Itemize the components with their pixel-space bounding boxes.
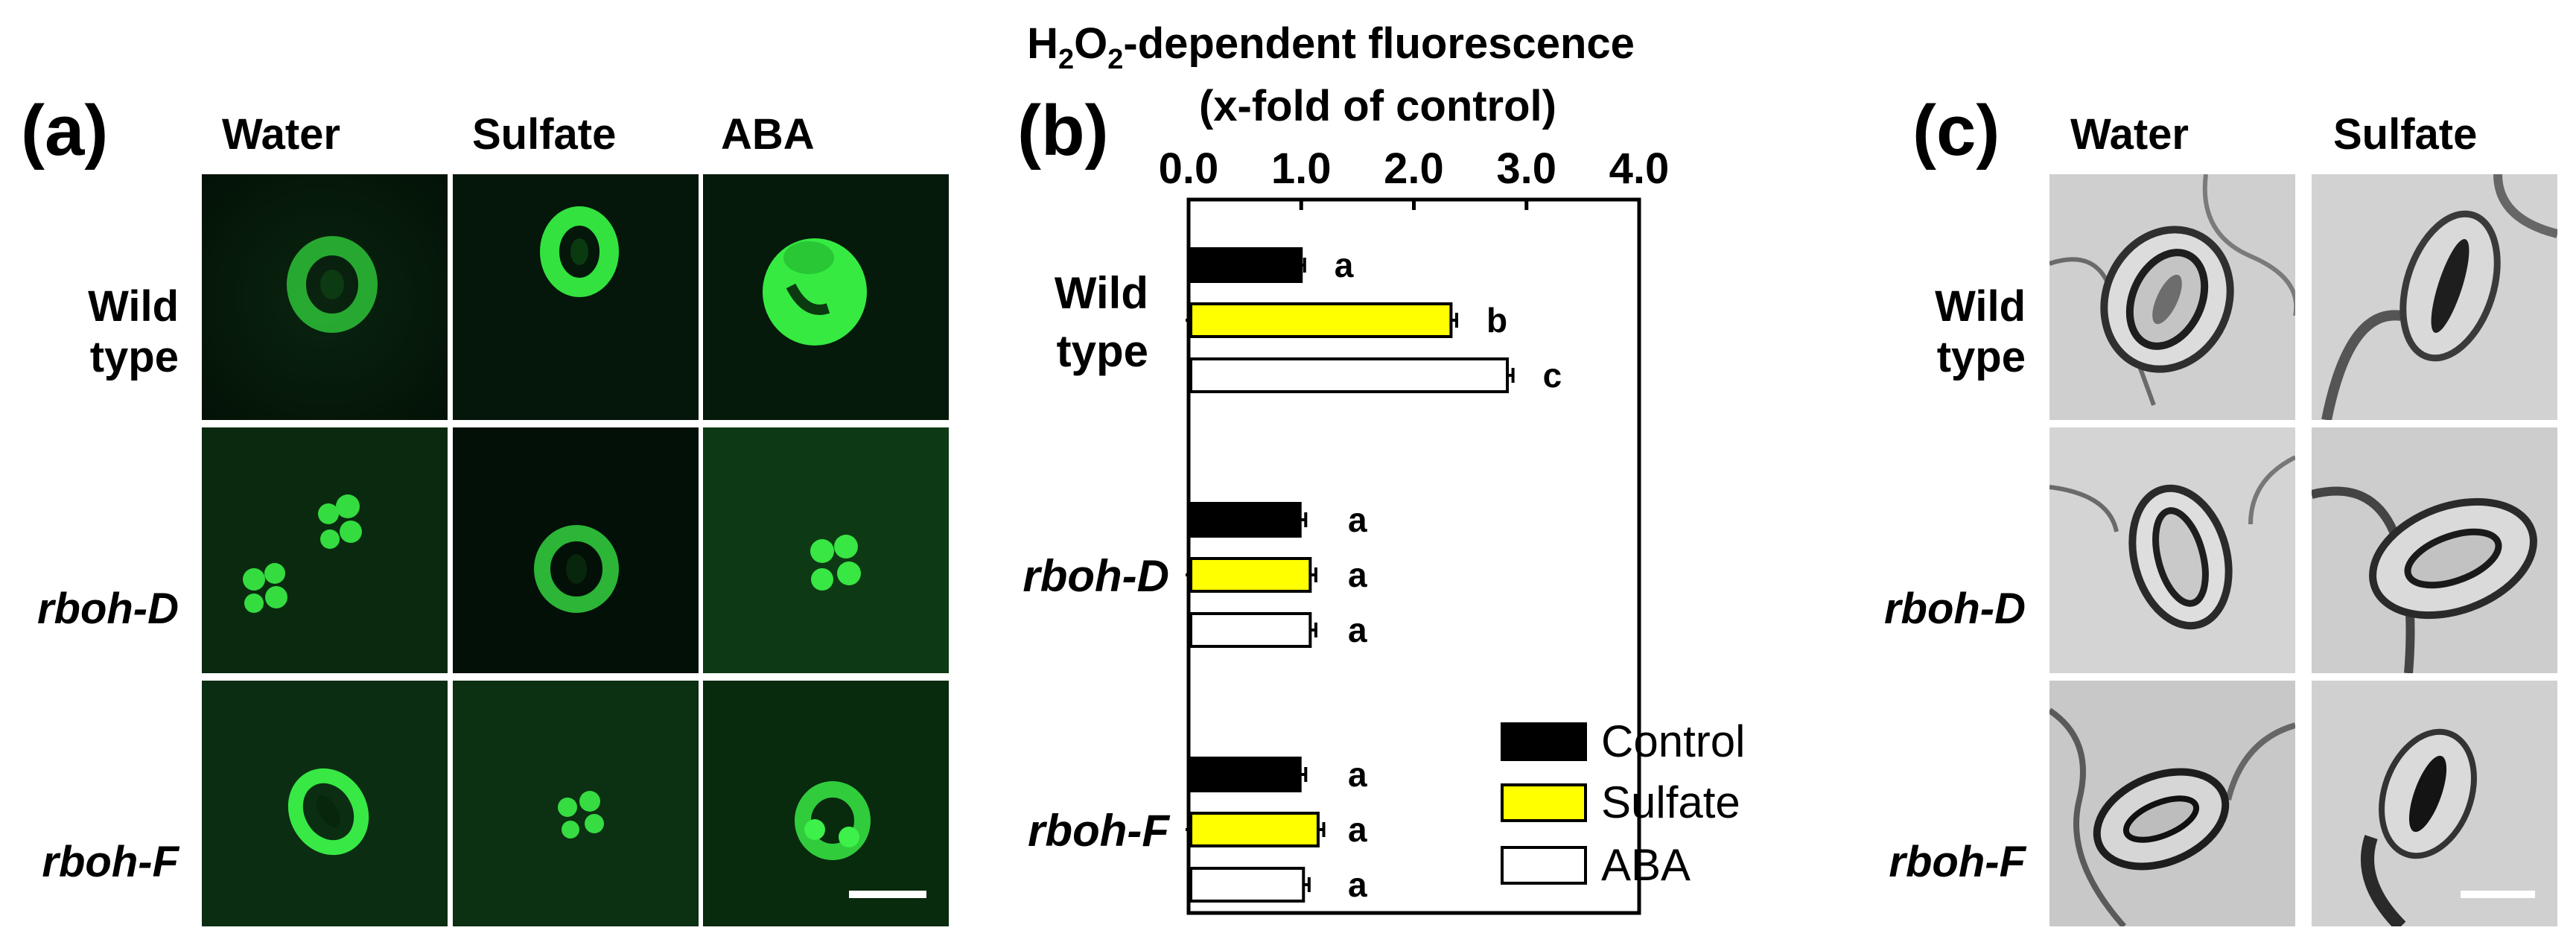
chart-group-label-line2: type	[1057, 326, 1148, 376]
bf-rbohf-water	[2049, 681, 2295, 926]
panel-c-col-water: Water	[2070, 110, 2189, 159]
panel-a-col-aba: ABA	[721, 110, 815, 159]
bf-rbohd-sulfate	[2312, 427, 2557, 673]
chart-xtick-label: 3.0	[1496, 144, 1556, 193]
chart-bar-sulfate-2	[1189, 812, 1320, 847]
legend-swatch-control	[1501, 722, 1587, 761]
chart-bar-control-0	[1189, 247, 1303, 283]
scale-bar-a	[849, 891, 926, 898]
chart-sig-letter: b	[1486, 301, 1507, 340]
chart-xtick-label: 1.0	[1271, 144, 1332, 193]
chart-bar-control-2	[1189, 757, 1302, 792]
chart-bar-control-1	[1189, 502, 1302, 538]
chart-sig-letter: a	[1348, 611, 1367, 649]
panel-a-col-water: Water	[222, 110, 340, 159]
chart-sig-letter: a	[1348, 865, 1367, 904]
bf-rbohd-water	[2049, 427, 2295, 673]
chart-xtick-label: 0.0	[1159, 144, 1219, 193]
fluor-rbohf-water	[202, 681, 448, 926]
panel-a-row-wildtype-line1: Wild	[88, 282, 179, 331]
chart-title-line2: (x-fold of control)	[1199, 82, 1556, 130]
chart-bar-aba-2	[1189, 867, 1306, 903]
fluor-wt-sulfate	[453, 174, 699, 420]
bf-wt-sulfate	[2312, 174, 2557, 420]
panel-a-row-rbohf: rboh-F	[42, 838, 179, 886]
panel-c-letter: (c)	[1912, 91, 2000, 171]
panel-a-col-sulfate: Sulfate	[472, 110, 617, 159]
chart-group-label: rboh-F	[1028, 806, 1170, 856]
chart-sig-letter: a	[1348, 500, 1367, 539]
panel-a-row-wildtype: Wild type	[60, 281, 179, 384]
fluor-rbohf-sulfate	[453, 681, 699, 926]
panel-b-letter: (b)	[1017, 91, 1109, 171]
chart-group-label: rboh-D	[1023, 551, 1169, 601]
fluor-rbohf-aba	[703, 681, 949, 926]
chart-b: H2O2-dependent fluorescence (x-fold of c…	[1023, 19, 1745, 915]
chart-sig-letter: a	[1348, 755, 1367, 794]
fluor-rbohd-sulfate	[453, 427, 699, 673]
legend-label-aba: ABA	[1601, 840, 1691, 890]
panel-c-row-wildtype-line2: type	[1936, 333, 2026, 382]
fluor-wt-aba	[703, 174, 949, 420]
chart-bar-aba-1	[1189, 612, 1312, 648]
bf-wt-water	[2049, 174, 2295, 420]
panel-a-row-wildtype-line2: type	[89, 333, 179, 382]
chart-sig-letter: c	[1543, 356, 1562, 395]
legend-label-control: Control	[1601, 716, 1745, 766]
chart-xtick-label: 2.0	[1384, 144, 1444, 193]
chart-bar-sulfate-1	[1189, 557, 1312, 593]
chart-group-label-line1: Wild	[1055, 268, 1148, 318]
chart-sig-letter: a	[1335, 246, 1354, 284]
scale-bar-c	[2461, 891, 2535, 898]
legend-swatch-aba	[1501, 846, 1587, 885]
legend-label-sulfate: Sulfate	[1601, 777, 1740, 827]
fluor-rbohd-aba	[703, 427, 949, 673]
panel-a-row-rbohd: rboh-D	[36, 585, 179, 633]
chart-sig-letter: a	[1348, 810, 1367, 849]
chart-title-line1: H2O2-dependent fluorescence	[1027, 19, 1635, 75]
panel-c-row-wildtype-line1: Wild	[1935, 282, 2026, 331]
panel-c-row-rbohf: rboh-F	[1889, 838, 2026, 886]
panel-c-row-rbohd: rboh-D	[1883, 585, 2026, 633]
fluor-wt-water	[202, 174, 448, 420]
chart-sig-letter: a	[1348, 556, 1367, 594]
chart-xtick-label: 4.0	[1609, 144, 1670, 193]
chart-bar-aba-0	[1189, 357, 1510, 393]
panel-c-row-wildtype: Wild type	[1906, 281, 2026, 384]
panel-c-col-sulfate: Sulfate	[2333, 110, 2478, 159]
fluor-rbohd-water	[202, 427, 448, 673]
panel-a-letter: (a)	[21, 91, 109, 171]
legend-swatch-sulfate	[1501, 783, 1587, 822]
bf-rbohf-sulfate	[2312, 681, 2557, 926]
chart-bar-sulfate-0	[1189, 302, 1453, 338]
